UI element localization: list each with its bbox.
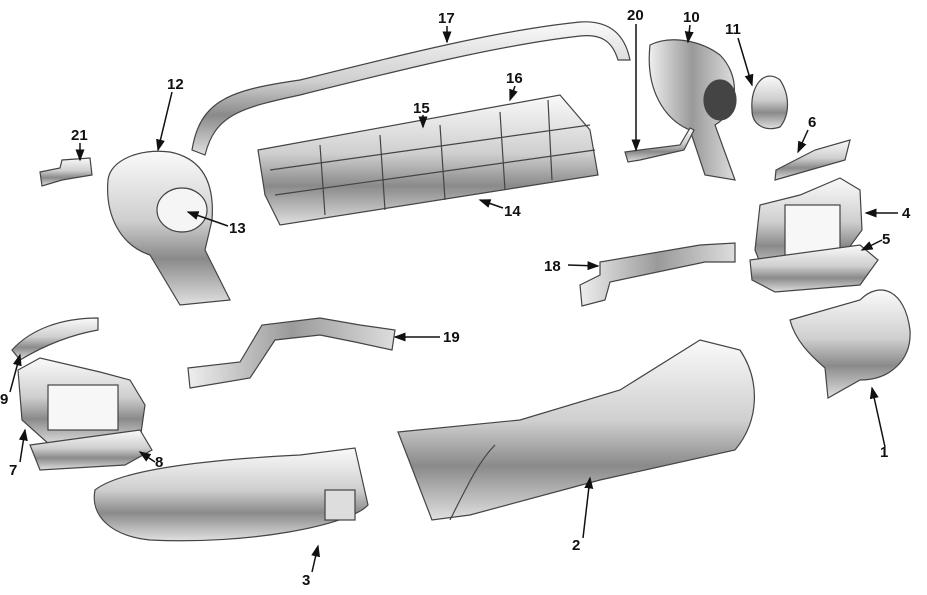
callout-13: 13 [229, 220, 246, 237]
part-11-cap [751, 75, 789, 130]
callout-16: 16 [506, 70, 523, 87]
callout-14: 14 [504, 203, 521, 220]
part-1-end-cap [789, 289, 911, 399]
part-3-end-bumper [93, 447, 369, 542]
part-19-bracket [187, 317, 396, 389]
part-8-bezel [29, 429, 153, 471]
callout-8: 8 [155, 454, 164, 471]
callout-2: 2 [572, 537, 581, 554]
part-18-bracket [579, 242, 736, 307]
part-17-upper-bar [191, 21, 631, 156]
callout-17: 17 [438, 10, 455, 27]
callout-6: 6 [808, 114, 817, 131]
part-21-clip [39, 157, 93, 187]
callout-1: 1 [880, 444, 889, 461]
part-6-trim [774, 139, 851, 181]
callout-19: 19 [443, 329, 460, 346]
callout-10: 10 [683, 9, 700, 26]
callout-3: 3 [302, 572, 311, 589]
part-9-trim [11, 317, 99, 361]
part-20-bracket [624, 127, 695, 163]
callout-7: 7 [9, 462, 18, 479]
part-15-grille [257, 94, 599, 226]
callout-11: 11 [725, 21, 741, 38]
callout-4: 4 [902, 205, 911, 222]
callout-20: 20 [627, 7, 644, 24]
callout-18: 18 [544, 258, 561, 275]
part-5-bezel [749, 244, 879, 293]
callout-9: 9 [0, 391, 9, 408]
part-2-main-bumper [397, 339, 756, 521]
callout-12: 12 [167, 76, 184, 93]
callout-21: 21 [71, 127, 88, 144]
callout-5: 5 [882, 231, 891, 248]
callout-15: 15 [413, 100, 430, 117]
callout-arrows [9, 24, 898, 573]
